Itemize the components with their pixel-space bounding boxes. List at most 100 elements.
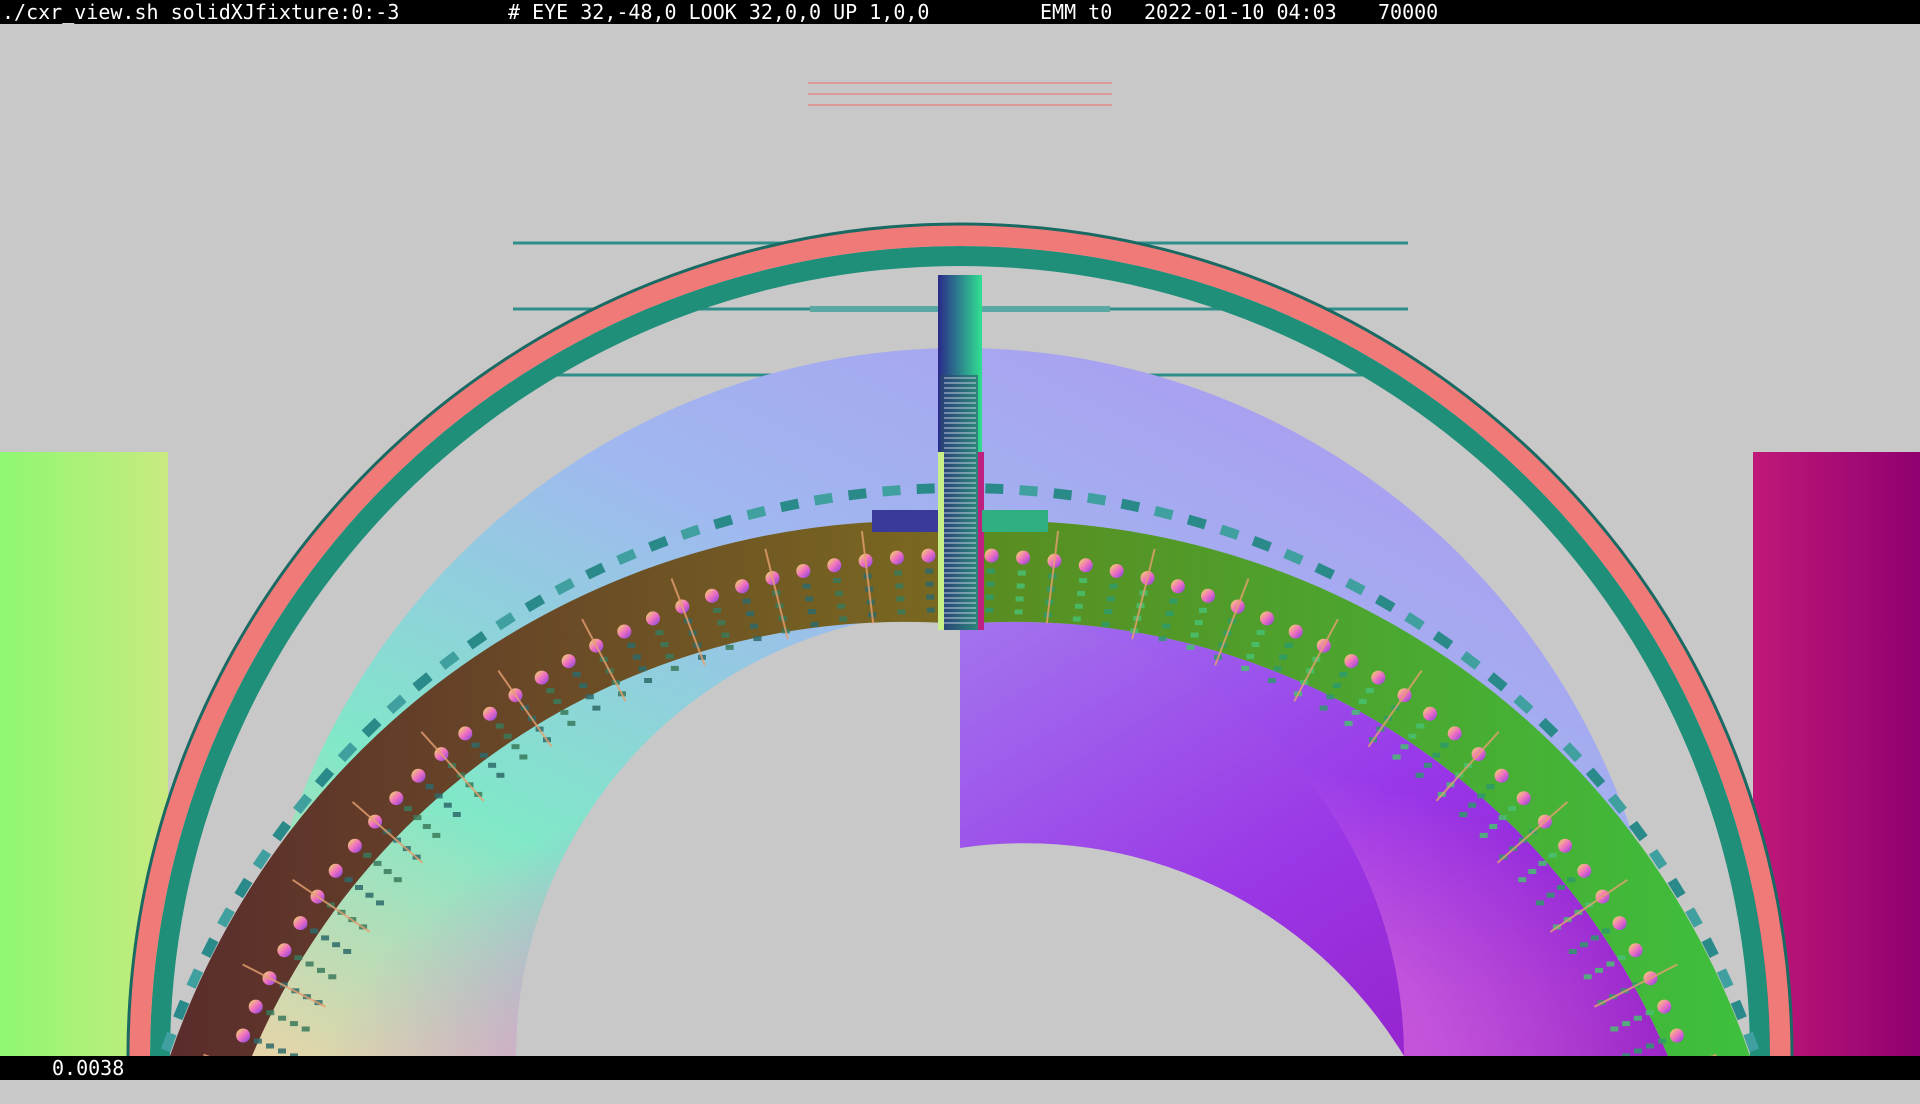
outer-tab — [1086, 492, 1107, 506]
module-tile — [1408, 733, 1417, 739]
outer-tab — [1283, 548, 1304, 566]
outer-tab — [779, 498, 800, 513]
sphere-marker — [827, 558, 842, 573]
radial-spoke — [1549, 878, 1628, 933]
outer-tab — [217, 907, 235, 928]
radial-spoke — [1367, 670, 1423, 748]
module-tile — [1579, 942, 1588, 948]
module-tile — [495, 723, 504, 729]
module-tile — [519, 754, 528, 760]
outer-tab — [293, 793, 313, 815]
module-tile — [1015, 596, 1024, 602]
module-tile — [332, 942, 341, 948]
module-tile — [305, 961, 314, 967]
module-tile — [310, 928, 318, 934]
module-tile — [567, 720, 576, 726]
module-tile — [503, 733, 512, 739]
outer-tab — [1513, 694, 1534, 715]
outer-tab — [161, 1031, 177, 1053]
outer-tab — [680, 524, 701, 540]
module-tile — [644, 678, 653, 683]
radial-spoke — [1435, 731, 1500, 802]
outer-tab — [1460, 651, 1481, 670]
sphere-marker — [1577, 863, 1592, 878]
module-tile — [1459, 812, 1468, 817]
module-tile — [1284, 642, 1293, 648]
module-tile — [1658, 1038, 1667, 1044]
module-tile — [422, 824, 431, 829]
module-tile — [839, 616, 848, 622]
outer-tab — [616, 548, 637, 566]
module-tile — [1583, 974, 1592, 980]
module-tile — [627, 642, 636, 648]
outer-tab — [1120, 498, 1141, 513]
module-tile — [1165, 611, 1174, 617]
module-tile — [1477, 793, 1486, 799]
render-viewport[interactable] — [0, 24, 1920, 1056]
module-tile — [1508, 806, 1517, 812]
module-tile — [725, 644, 734, 650]
module-tile — [592, 705, 601, 711]
outer-tab — [1487, 672, 1508, 692]
module-tile — [746, 611, 755, 617]
module-tile — [452, 812, 461, 817]
outer-tab — [1186, 514, 1207, 530]
module-tile — [749, 623, 758, 629]
radial-spoke — [1593, 963, 1678, 1008]
module-tile — [363, 852, 372, 858]
outer-tab — [524, 594, 546, 613]
module-tile — [1365, 688, 1374, 694]
module-tile — [253, 1038, 262, 1044]
outer-tab — [585, 562, 606, 580]
sphere-marker — [347, 838, 362, 853]
top-red-lines — [808, 82, 1112, 106]
module-tile — [328, 974, 337, 980]
outer-tab — [1219, 524, 1240, 540]
module-tile — [1622, 1053, 1630, 1056]
sphere-marker — [1288, 624, 1303, 639]
sphere-marker — [483, 706, 497, 721]
outer-tab — [495, 612, 516, 631]
module-tile — [1606, 961, 1615, 967]
module-tile — [1440, 742, 1449, 748]
module-tile — [638, 666, 647, 672]
module-tile — [355, 885, 363, 890]
module-tile — [832, 578, 841, 583]
outer-tab — [1628, 820, 1648, 842]
outer-tab — [1667, 877, 1686, 899]
outer-tab — [1374, 594, 1396, 613]
module-tile — [655, 630, 664, 636]
outer-tab — [847, 488, 867, 501]
radial-spoke — [581, 618, 627, 702]
radial-spoke — [420, 731, 485, 802]
timing-text: 0.0038 — [52, 1056, 125, 1080]
outer-tab — [1314, 562, 1335, 580]
module-tile — [266, 1043, 274, 1049]
module-tile — [753, 636, 762, 642]
module-tile — [1557, 885, 1565, 890]
sphere-marker — [458, 726, 473, 741]
module-tile — [1246, 653, 1255, 659]
radial-spoke — [764, 548, 789, 640]
module-tile — [579, 683, 588, 689]
module-tile — [1536, 900, 1544, 906]
module-tile — [365, 892, 374, 898]
radial-spokes — [203, 525, 1717, 1056]
module-tile — [471, 742, 480, 748]
module-tile — [376, 900, 384, 906]
module-tile — [1634, 1048, 1642, 1054]
outer-tab — [1153, 505, 1174, 521]
module-tile — [1339, 671, 1348, 677]
outer-tab — [1432, 631, 1454, 650]
outer-tab — [234, 877, 253, 899]
count-text: 70000 — [1378, 0, 1439, 24]
module-tile — [1610, 1026, 1619, 1032]
module-tile — [301, 1026, 310, 1032]
outer-tab — [985, 483, 1004, 495]
module-tile — [1332, 683, 1341, 689]
outer-tab — [1743, 1031, 1759, 1053]
radial-spoke — [1045, 530, 1060, 624]
module-tile — [1186, 644, 1195, 650]
module-band-left — [170, 520, 960, 1056]
module-tile — [894, 570, 903, 576]
